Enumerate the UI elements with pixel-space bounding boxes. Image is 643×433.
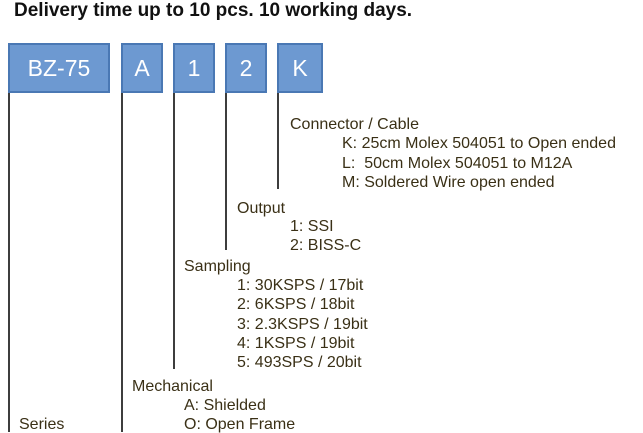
output-option-2: 2: BISS-C [290,237,362,254]
connector-option-k: K: 25cm Molex 504051 to Open ended [342,135,616,152]
mechanical-option-o: O: Open Frame [184,416,296,433]
mechanical-option-a: A: Shielded [184,397,266,414]
output-leader-line [225,93,227,250]
connector-title: Connector / Cable [290,116,419,133]
code-box-mechanical: A [121,43,163,93]
delivery-headline: Delivery time up to 10 pcs. 10 working d… [14,0,413,21]
sampling-option-2: 2: 6KSPS / 18bit [237,296,355,313]
sampling-option-4: 4: 1KSPS / 19bit [237,335,355,352]
sampling-option-1: 1: 30KSPS / 17bit [237,277,364,294]
sampling-option-3: 3: 2.3KSPS / 19bit [237,316,368,333]
mechanical-leader-line [121,93,123,432]
series-title: Series [19,416,65,433]
sampling-title: Sampling [184,258,251,275]
connector-option-l: L: 50cm Molex 504051 to M12A [342,155,573,172]
sampling-leader-line [173,93,175,369]
series-leader-line [8,93,10,432]
code-box-connector: K [277,43,323,93]
connector-leader-line [277,93,279,189]
code-box-sampling: 1 [173,43,215,93]
mechanical-title: Mechanical [132,378,213,395]
output-option-1: 1: SSI [290,218,334,235]
code-box-series: BZ-75 [8,43,110,93]
sampling-option-5: 5: 493SPS / 20bit [237,354,362,371]
code-box-output: 2 [225,43,267,93]
connector-option-m: M: Soldered Wire open ended [342,174,555,191]
output-title: Output [237,200,286,217]
